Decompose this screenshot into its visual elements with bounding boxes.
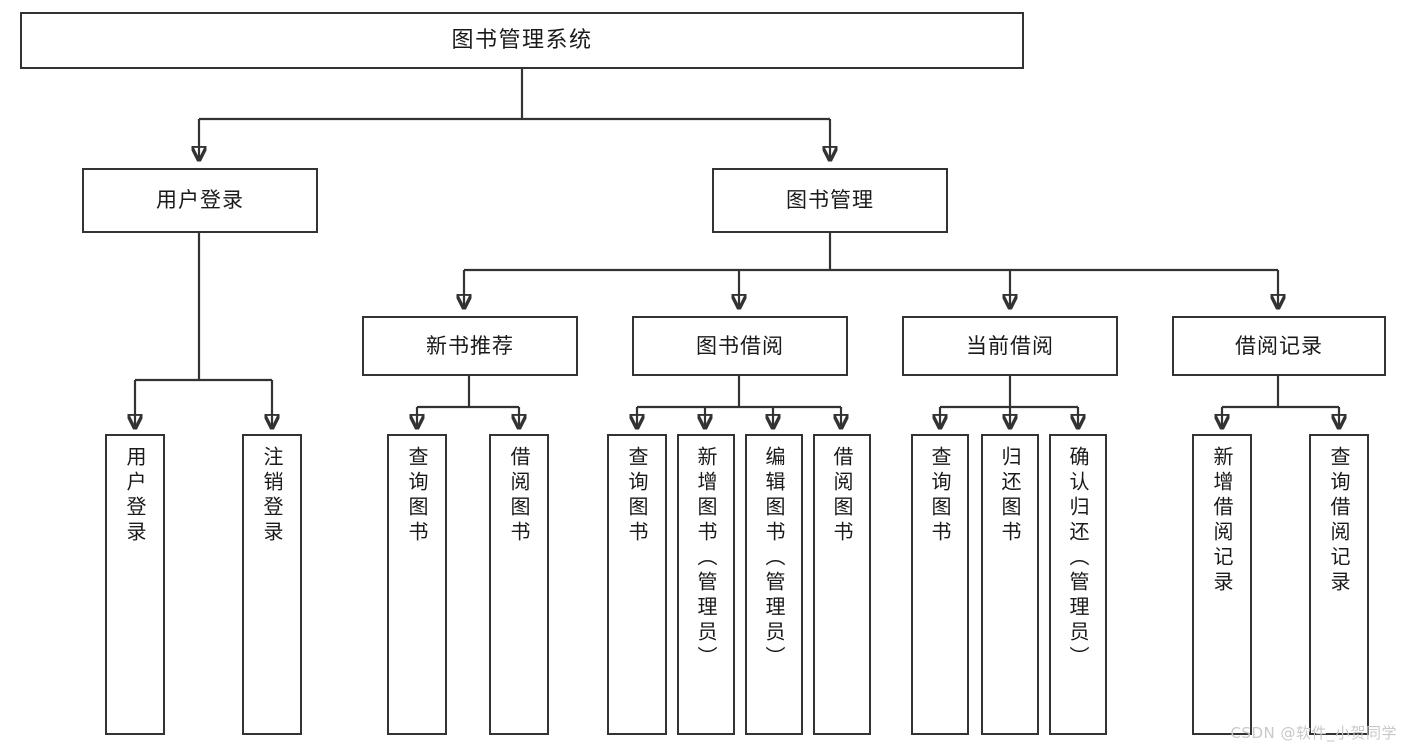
node-borrow-record[interactable]: 借阅记录	[1172, 316, 1386, 376]
node-current-borrow[interactable]: 当前借阅	[902, 316, 1118, 376]
leaf-query-borrow-record[interactable]: 查询借阅记录	[1309, 434, 1369, 735]
node-label: 新书推荐	[426, 333, 514, 358]
node-label: 借阅图书	[507, 446, 531, 546]
leaf-logout-login[interactable]: 注销登录	[242, 434, 302, 735]
leaf-confirm-return[interactable]: 确认归还（管理员）	[1049, 434, 1107, 735]
leaf-borrow-book-recommend[interactable]: 借阅图书	[489, 434, 549, 735]
node-label: 查询图书	[928, 446, 952, 546]
node-label: 归还图书	[998, 446, 1022, 546]
leaf-edit-book[interactable]: 编辑图书（管理员）	[745, 434, 803, 735]
node-label: 查询图书	[405, 446, 429, 546]
node-label: 用户登录	[156, 188, 244, 213]
node-label: 借阅记录	[1235, 333, 1323, 358]
node-root-system[interactable]: 图书管理系统	[20, 12, 1024, 69]
node-book-borrow[interactable]: 图书借阅	[632, 316, 848, 376]
leaf-borrow-book[interactable]: 借阅图书	[813, 434, 871, 735]
node-label: 当前借阅	[966, 333, 1054, 358]
node-book-management[interactable]: 图书管理	[712, 168, 948, 233]
node-new-book-recommend[interactable]: 新书推荐	[362, 316, 578, 376]
leaf-query-book-current[interactable]: 查询图书	[911, 434, 969, 735]
leaf-add-borrow-record[interactable]: 新增借阅记录	[1192, 434, 1252, 735]
node-label: 图书管理系统	[451, 27, 593, 53]
node-label: 图书管理	[786, 188, 874, 213]
leaf-user-login[interactable]: 用户登录	[105, 434, 165, 735]
leaf-query-book-borrow[interactable]: 查询图书	[607, 434, 667, 735]
node-label: 借阅图书	[830, 446, 854, 546]
node-label: 编辑图书（管理员）	[762, 446, 786, 671]
node-user-login[interactable]: 用户登录	[82, 168, 318, 233]
node-label: 用户登录	[123, 446, 147, 546]
node-label: 注销登录	[260, 446, 284, 546]
leaf-add-book[interactable]: 新增图书（管理员）	[677, 434, 735, 735]
node-label: 新增图书（管理员）	[694, 446, 718, 671]
node-label: 查询借阅记录	[1327, 446, 1351, 596]
node-label: 查询图书	[625, 446, 649, 546]
node-label: 图书借阅	[696, 333, 784, 358]
leaf-return-book[interactable]: 归还图书	[981, 434, 1039, 735]
leaf-query-book-recommend[interactable]: 查询图书	[387, 434, 447, 735]
csdn-watermark: CSDN @软件_小贺同学	[1230, 724, 1397, 742]
node-label: 确认归还（管理员）	[1066, 446, 1090, 671]
node-label: 新增借阅记录	[1210, 446, 1234, 596]
